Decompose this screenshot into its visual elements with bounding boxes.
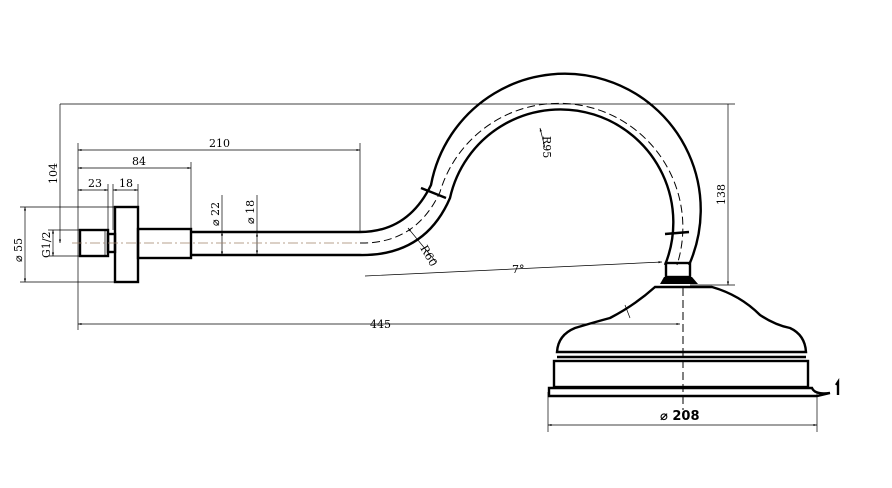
dim-210: 210 [209, 137, 230, 150]
extension-lines [20, 103, 818, 432]
dim-18: 18 [119, 177, 133, 190]
dim-r95: R95 [540, 136, 553, 158]
shower-head [547, 261, 840, 410]
dim-angle: 7° [512, 263, 525, 276]
dim-pipe-outer: ⌀ 22 [209, 202, 222, 226]
dim-445: 445 [370, 318, 391, 331]
shower-arm [191, 72, 702, 266]
dim-head-diameter: ⌀ 208 [660, 409, 700, 424]
dim-138: 138 [715, 184, 728, 205]
dim-pipe-inner: ⌀ 18 [244, 200, 257, 224]
dim-23: 23 [88, 177, 102, 190]
dim-104: 104 [47, 163, 60, 184]
wall-fitting [78, 205, 193, 284]
dim-flange-dia: ⌀ 55 [12, 238, 25, 262]
dim-thread: G1/2 [40, 232, 53, 259]
dim-r60: R60 [417, 243, 439, 269]
dim-84: 84 [132, 155, 146, 168]
dimension-lines [23, 104, 817, 427]
